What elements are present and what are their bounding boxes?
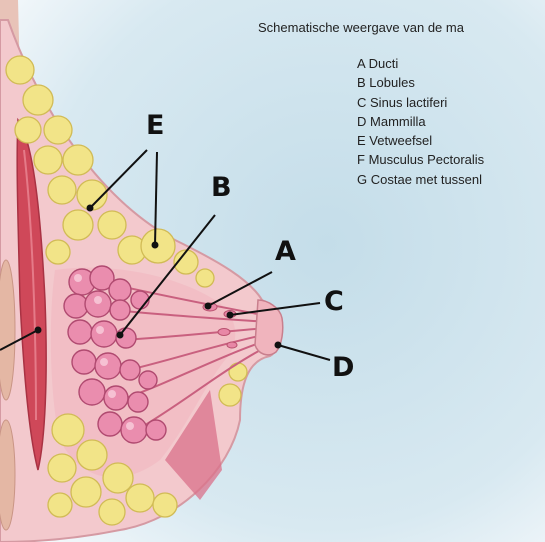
legend-text: Ducti <box>369 56 399 71</box>
label-e: E <box>146 110 164 141</box>
legend-key: G <box>357 172 367 187</box>
legend-text: Mammilla <box>370 114 426 129</box>
rib-upper <box>0 260 15 400</box>
legend-key: E <box>357 133 366 148</box>
legend-item-d: D Mammilla <box>357 112 484 131</box>
diagram-title: Schematische weergave van de ma <box>258 20 464 35</box>
legend-text: Costae met tussenl <box>371 172 482 187</box>
legend-item-b: B Lobules <box>357 73 484 92</box>
rib-lower <box>0 420 15 530</box>
legend-key: C <box>357 95 366 110</box>
legend-key: F <box>357 152 365 167</box>
label-c: C <box>324 286 344 317</box>
legend-item-c: C Sinus lactiferi <box>357 93 484 112</box>
label-a: A <box>275 236 296 267</box>
legend-text: Lobules <box>369 75 415 90</box>
legend-key: B <box>357 75 366 90</box>
legend-text: Musculus Pectoralis <box>369 152 485 167</box>
legend-key: D <box>357 114 366 129</box>
legend-item-g: G Costae met tussenl <box>357 170 484 189</box>
legend-list: A Ducti B Lobules C Sinus lactiferi D Ma… <box>357 54 484 189</box>
legend-item-a: A Ducti <box>357 54 484 73</box>
label-b: B <box>211 172 232 203</box>
legend-key: A <box>357 56 365 71</box>
legend-text: Vetweefsel <box>369 133 432 148</box>
label-d: D <box>332 352 354 383</box>
legend-text: Sinus lactiferi <box>370 95 447 110</box>
legend-item-f: F Musculus Pectoralis <box>357 150 484 169</box>
legend-item-e: E Vetweefsel <box>357 131 484 150</box>
